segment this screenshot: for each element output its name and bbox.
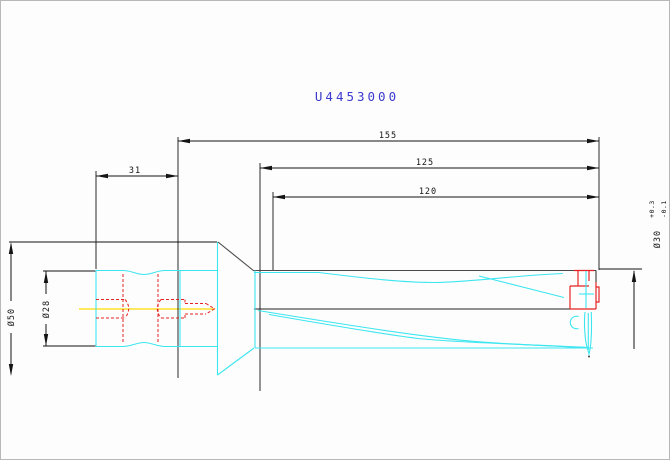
dimension-cutting-diameter: Ø30 +0.3 -0.1 — [631, 200, 668, 349]
dimension-flute-length: 125 — [260, 158, 599, 171]
tool-cone — [217, 241, 255, 376]
tool-shank — [95, 269, 217, 348]
tool-body — [254, 269, 597, 349]
tip-lower-insert — [569, 311, 593, 358]
dimension-shank-length: 31 — [96, 166, 178, 179]
tip-point-mark — [588, 355, 590, 358]
dim-label-flange-diameter: Ø50 — [6, 308, 17, 326]
dim-label-tolerance-lower: -0.1 — [660, 200, 668, 218]
dimension-flange-diameter: Ø50 — [5, 242, 18, 376]
dim-label-cutting-diameter: Ø30 — [652, 230, 663, 248]
drawing-title: U4453000 — [315, 89, 399, 104]
dim-label-tolerance-upper: +0.3 — [648, 200, 656, 218]
dimension-usable-length: 120 — [273, 187, 599, 200]
dim-label-usable-length: 120 — [419, 187, 437, 197]
insert-pocket — [569, 269, 600, 310]
extension-lines — [9, 137, 642, 391]
coolant-channel-hidden-lines — [96, 274, 216, 344]
dimension-overall-length: 155 — [178, 131, 599, 144]
dimension-shank-diameter: Ø28 — [40, 271, 53, 346]
dim-label-shank-length: 31 — [129, 166, 141, 176]
dim-label-flute-length: 125 — [416, 158, 434, 168]
dim-label-shank-diameter: Ø28 — [41, 300, 52, 318]
dim-label-overall-length: 155 — [379, 131, 397, 141]
